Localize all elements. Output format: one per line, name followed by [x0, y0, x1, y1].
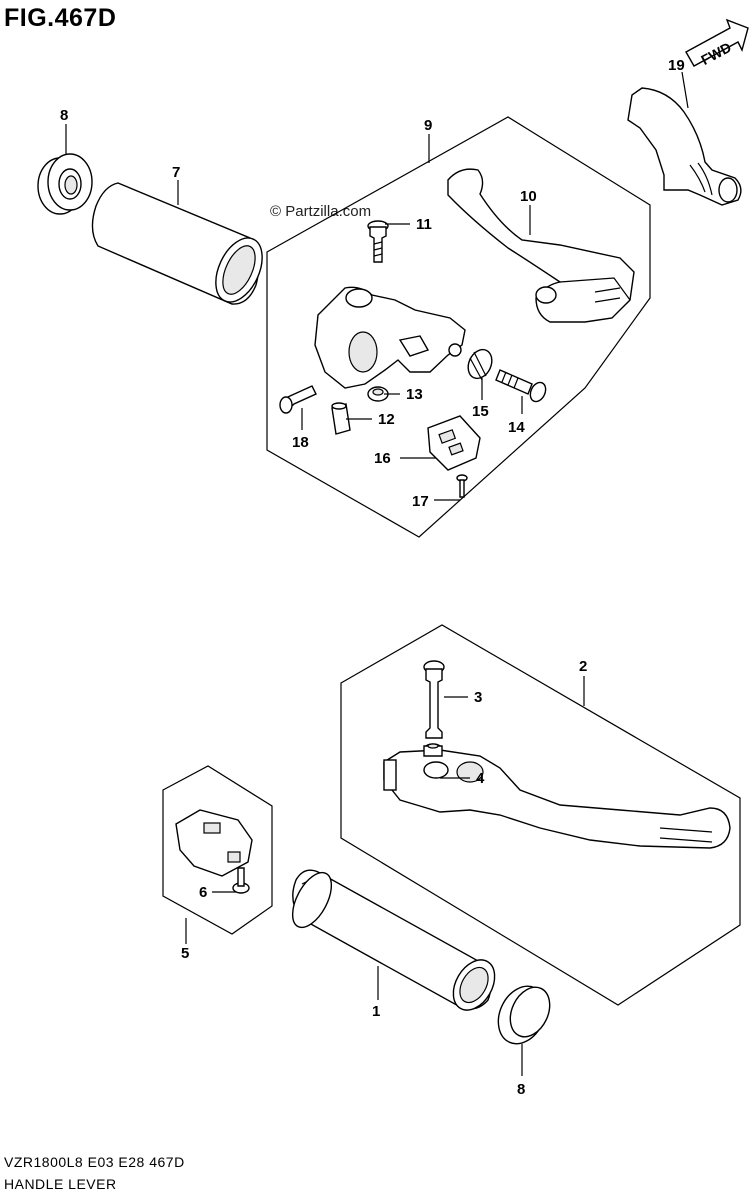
callout-2: 2	[579, 658, 587, 675]
figure-caption: HANDLE LEVER	[4, 1176, 117, 1192]
part-16-switch	[427, 415, 481, 471]
callout-8-bottom: 8	[517, 1081, 525, 1098]
assembly-5-frame	[162, 765, 273, 935]
part-15-adjuster	[467, 348, 493, 381]
part-10-lever	[447, 168, 635, 323]
lever-bracket-upper	[314, 286, 466, 389]
callout-16: 16	[374, 450, 391, 467]
callout-5: 5	[181, 945, 189, 962]
part-12-sleeve	[331, 402, 351, 435]
fwd-arrow-icon: FWD	[685, 18, 749, 68]
assembly-9-frame	[266, 116, 651, 538]
callout-7: 7	[172, 164, 180, 181]
callout-1: 1	[372, 1003, 380, 1020]
callout-13: 13	[406, 386, 423, 403]
part-4-nut	[423, 743, 443, 757]
callout-19: 19	[668, 57, 685, 74]
assembly-2-frame	[340, 624, 741, 1006]
part-14-screw	[495, 369, 547, 403]
callout-4: 4	[476, 770, 485, 787]
callout-3: 3	[474, 689, 482, 706]
callout-17: 17	[412, 493, 429, 510]
part-3-pivot-bolt	[423, 660, 445, 739]
part-7-grip	[91, 182, 263, 305]
part-19-cover	[627, 87, 742, 206]
part-1-throttle-grip	[291, 869, 496, 1011]
part-5-switch	[175, 809, 253, 877]
callout-8-top: 8	[60, 107, 68, 124]
callout-9: 9	[424, 117, 432, 134]
callout-6: 6	[199, 884, 207, 901]
callout-11: 11	[416, 216, 432, 233]
part-2-lever-assembly	[383, 749, 731, 849]
part-8-bar-end-bottom	[497, 985, 551, 1045]
part-11-bolt	[367, 220, 389, 263]
leader-lines	[65, 71, 689, 1076]
callouts: 8 7 9 10 11 13 12 15 14 18 16 17 19 2 3 …	[60, 57, 685, 1098]
part-6-screw	[232, 867, 250, 894]
callout-12: 12	[378, 411, 395, 428]
callout-18: 18	[292, 434, 309, 451]
part-18-bolt	[279, 385, 317, 414]
part-17-screw	[456, 474, 468, 498]
callout-10: 10	[520, 188, 537, 205]
callout-14: 14	[508, 419, 525, 436]
part-8-bar-end-top	[37, 153, 93, 215]
model-code: VZR1800L8 E03 E28 467D	[4, 1154, 185, 1170]
callout-15: 15	[472, 403, 489, 420]
figure-title: FIG.467D	[4, 4, 117, 32]
